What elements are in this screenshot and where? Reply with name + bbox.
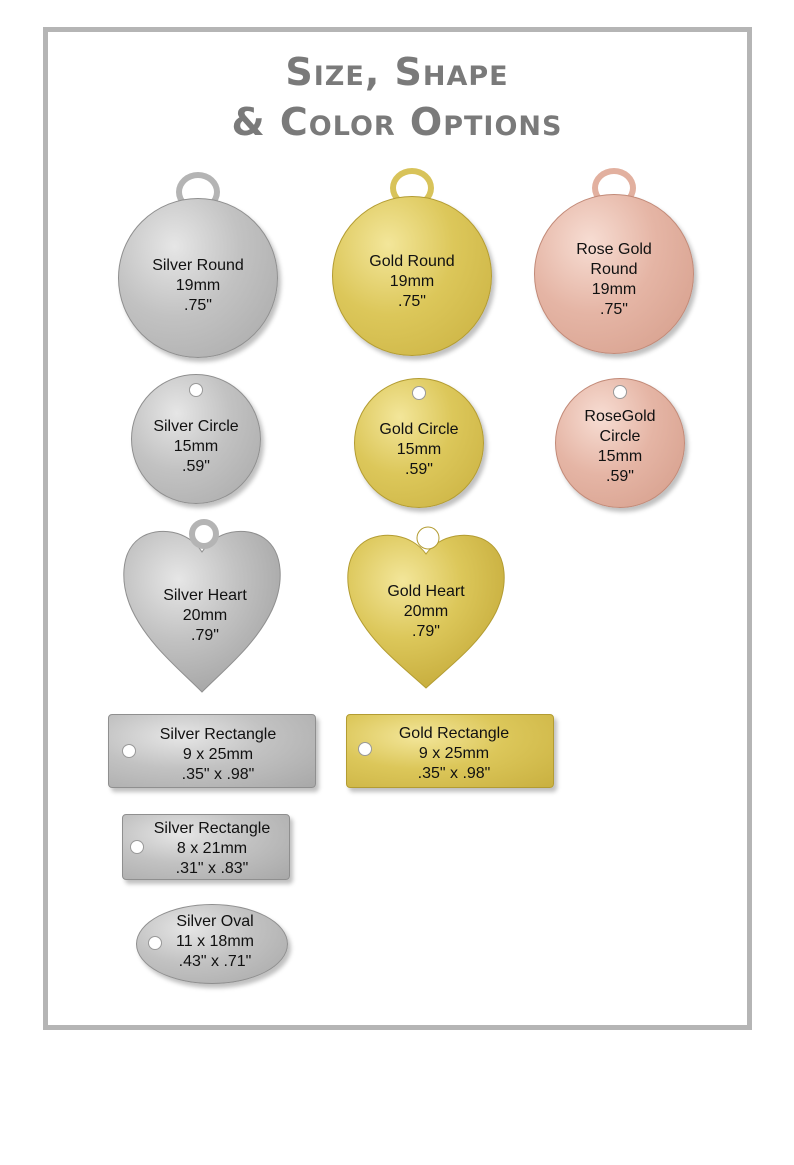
gold-heart-tag[interactable] — [342, 518, 510, 692]
gold-round-tag[interactable] — [332, 196, 492, 356]
gold-circle-tag[interactable] — [354, 378, 484, 508]
silver-heart-label: Silver Heart 20mm .79" — [163, 587, 247, 644]
gold-heart-label: Gold Heart 20mm .79" — [387, 583, 465, 640]
silver-circle-label: Silver Circle 15mm .59" — [153, 418, 239, 475]
rose-gold-circle-label: RoseGold Circle 15mm .59" — [584, 408, 656, 485]
page-title-line1: Size, Shape — [285, 50, 509, 94]
gold-rectangle-label: Gold Rectangle 9 x 25mm .35" x .98" — [398, 725, 510, 782]
silver-rectangle-small-hole — [130, 840, 144, 854]
silver-rectangle-small-tag[interactable] — [122, 814, 290, 880]
gold-rectangle-tag[interactable] — [346, 714, 554, 788]
silver-rectangle-large-label: Silver Rectangle 9 x 25mm .35" x .98" — [159, 726, 277, 783]
silver-round-tag[interactable] — [118, 198, 278, 358]
gold-circle-hole — [412, 386, 426, 400]
rose-gold-circle-tag[interactable] — [555, 378, 685, 508]
page-title-line2: & Color Options — [231, 100, 563, 144]
gold-circle-label: Gold Circle 15mm .59" — [379, 421, 459, 478]
rose-gold-round-label: Rose Gold Round 19mm .75" — [576, 241, 652, 318]
silver-heart-tag[interactable] — [118, 512, 286, 696]
silver-oval-hole — [148, 936, 162, 950]
silver-round-label: Silver Round 19mm .75" — [152, 257, 244, 314]
rose-gold-round-tag[interactable] — [534, 194, 694, 354]
silver-oval-label: Silver Oval 11 x 18mm .43" x .71" — [176, 913, 254, 970]
rose-gold-circle-hole — [613, 385, 627, 399]
silver-rectangle-small-label: Silver Rectangle 8 x 21mm .31" x .83" — [153, 820, 271, 877]
silver-rectangle-large-tag[interactable] — [108, 714, 316, 788]
gold-rectangle-hole — [358, 742, 372, 756]
silver-rectangle-large-hole — [122, 744, 136, 758]
gold-round-label: Gold Round 19mm .75" — [369, 253, 455, 310]
silver-circle-hole — [189, 383, 203, 397]
